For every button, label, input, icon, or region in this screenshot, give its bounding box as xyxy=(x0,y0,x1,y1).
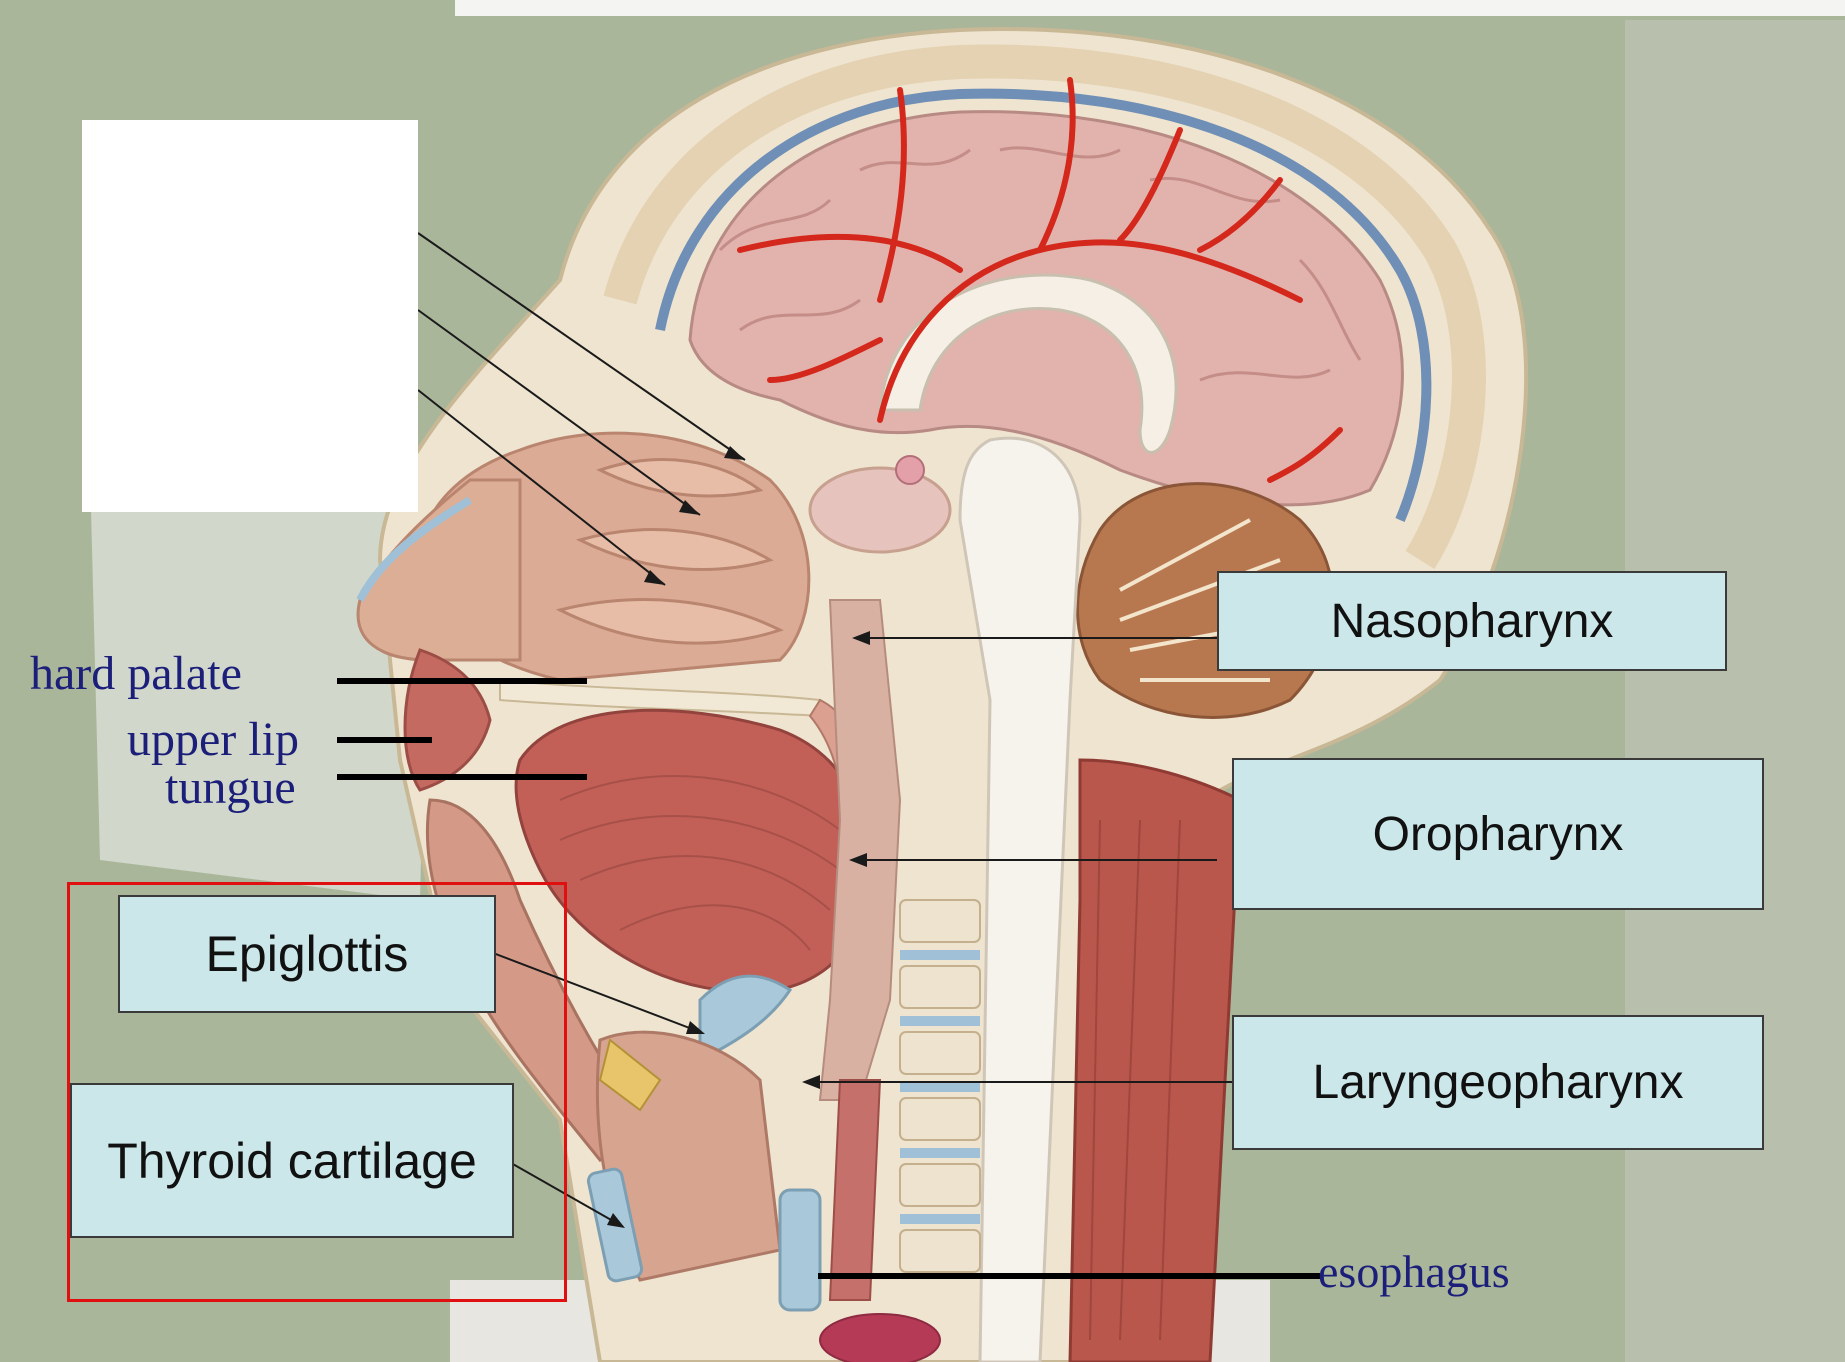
esophagus-label: esophagus xyxy=(1318,1245,1510,1298)
epiglottis-label-box: Epiglottis xyxy=(118,895,496,1013)
tungue-label: tungue xyxy=(165,760,296,815)
pituitary xyxy=(896,456,924,484)
epiglottis-label: Epiglottis xyxy=(206,925,409,983)
vertebral-column xyxy=(900,900,980,1272)
oropharynx-label: Oropharynx xyxy=(1373,807,1624,862)
thyroid-cartilage-label-box: Thyroid cartilage xyxy=(70,1083,514,1238)
laryngeopharynx-label-box: Laryngeopharynx xyxy=(1232,1015,1764,1150)
nasopharynx-label-box: Nasopharynx xyxy=(1217,571,1727,671)
thyroid-cartilage-label: Thyroid cartilage xyxy=(107,1132,477,1190)
esophagus-structure xyxy=(830,1080,880,1300)
hard-palate-label: hard palate xyxy=(30,646,242,701)
photo-top-strip xyxy=(455,0,1845,16)
nasopharynx-label: Nasopharynx xyxy=(1331,594,1614,649)
blank-answer-box xyxy=(82,120,418,512)
photo-right-panel xyxy=(1625,20,1845,1362)
upper-lip-label: upper lip xyxy=(127,712,299,767)
oropharynx-label-box: Oropharynx xyxy=(1232,758,1764,910)
sphenoid-sinus xyxy=(810,468,950,552)
laryngeopharynx-label: Laryngeopharynx xyxy=(1313,1055,1684,1110)
